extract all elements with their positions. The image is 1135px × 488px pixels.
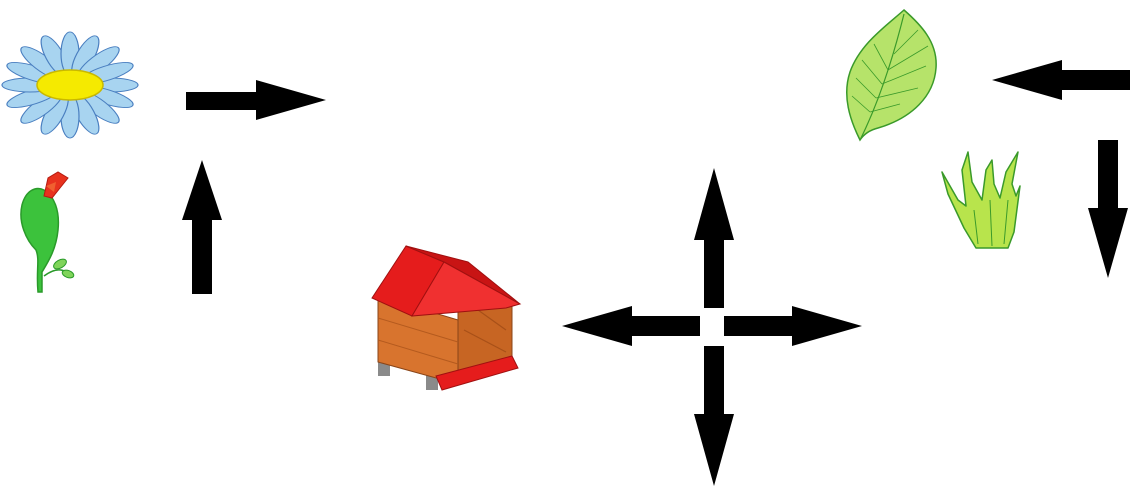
cross-arrow-down-icon xyxy=(694,346,734,486)
arrows-layer xyxy=(182,60,1130,486)
beehive-icon xyxy=(372,246,520,390)
arrow-right-icon xyxy=(186,80,326,120)
arrow-left-icon xyxy=(992,60,1130,100)
leaf-icon xyxy=(847,10,936,140)
cross-arrow-up-icon xyxy=(694,168,734,308)
arrow-up-icon xyxy=(182,160,222,294)
grass-icon xyxy=(942,152,1020,248)
flower-bud-icon xyxy=(21,172,75,292)
cross-arrow-right-icon xyxy=(724,306,862,346)
cross-arrow-left-icon xyxy=(562,306,700,346)
daisy-flower-icon xyxy=(2,32,138,138)
arrow-down-icon xyxy=(1088,140,1128,278)
